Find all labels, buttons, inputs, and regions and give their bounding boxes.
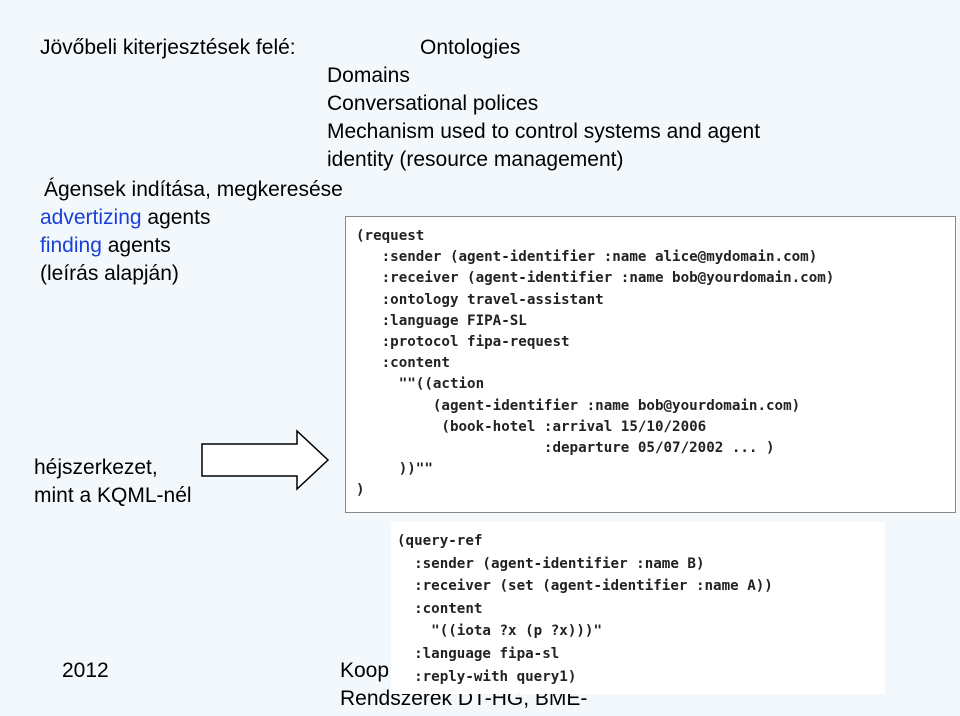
code-line: :sender (agent-identifier :name B) — [397, 555, 705, 572]
code-line: :content — [356, 355, 450, 372]
future-item-domains: Domains — [327, 64, 410, 87]
code-line: :receiver (agent-identifier :name bob@yo… — [356, 270, 835, 287]
future-item-conversational: Conversational polices — [327, 92, 539, 115]
code-line: (request — [356, 228, 425, 244]
footer-course-line-1: Koop — [340, 659, 390, 682]
code-line: (query-ref — [397, 533, 483, 549]
right-arrow-icon — [201, 429, 330, 491]
code-line: :reply-with query1) — [397, 668, 577, 685]
code-line: :protocol fipa-request — [356, 334, 570, 351]
query-ref-code-block: (query-ref :sender (agent-identifier :na… — [391, 522, 885, 694]
code-line: "((iota ?x (p ?x)))" — [397, 623, 602, 640]
code-line: ))"" — [356, 461, 433, 478]
description-text: (leírás alapján) — [40, 262, 179, 285]
request-code-block: (request :sender (agent-identifier :name… — [345, 216, 956, 513]
future-item-ontologies: Ontologies — [420, 36, 521, 59]
shell-line-2: mint a KQML-nél — [34, 484, 192, 507]
advertizing-rest: agents — [141, 206, 211, 229]
advertizing-line: advertizing agents — [40, 204, 210, 232]
code-line: ""((action — [356, 376, 485, 393]
shell-line-1: héjszerkezet, — [34, 456, 158, 479]
agents-heading: Ágensek indítása, megkeresése — [44, 178, 343, 201]
future-item-identity: identity (resource management) — [327, 148, 624, 171]
future-item-mechanism: Mechanism used to control systems and ag… — [327, 120, 761, 143]
finding-keyword: finding — [40, 234, 102, 257]
finding-line: finding agents — [40, 232, 171, 260]
code-line: :sender (agent-identifier :name alice@my… — [356, 249, 818, 266]
code-line: :language FIPA-SL — [356, 312, 527, 329]
code-line: ) — [356, 482, 365, 499]
code-line: :ontology travel-assistant — [356, 291, 604, 308]
future-extensions-heading: Jövőbeli kiterjesztések felé: — [40, 36, 296, 59]
code-line: :content — [397, 600, 483, 617]
code-line: :receiver (set (agent-identifier :name A… — [397, 578, 773, 595]
footer-year: 2012 — [62, 659, 109, 682]
finding-rest: agents — [101, 234, 171, 257]
code-line: :language fipa-sl — [397, 645, 560, 662]
code-line: (agent-identifier :name bob@yourdomain.c… — [356, 397, 801, 414]
advertizing-keyword: advertizing — [40, 206, 142, 229]
code-line: (book-hotel :arrival 15/10/2006 — [356, 418, 707, 435]
code-line: :departure 05/07/2002 ... ) — [356, 440, 775, 457]
